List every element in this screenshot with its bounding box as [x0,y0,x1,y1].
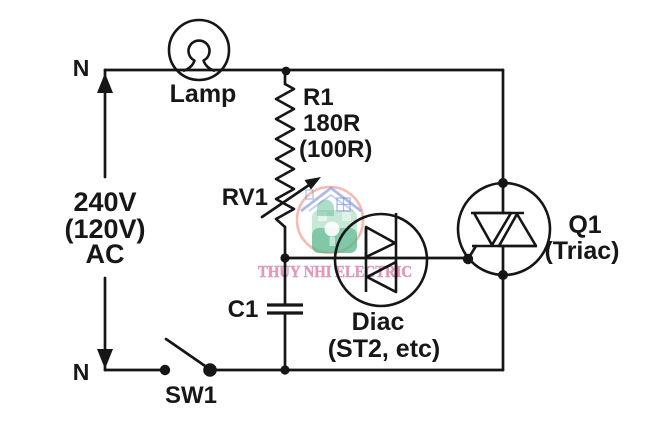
label-c1: C1 [228,296,259,323]
label-r1-name: R1 [303,84,334,111]
resistor-zigzag [274,82,296,228]
watermark-text: THUY NHI ELECTRIC [258,262,412,281]
diac-upper-triangle [364,225,397,259]
junction-r1-top [281,66,291,76]
label-diac: Diac [352,308,405,336]
label-neutral-bottom: N [73,359,90,385]
label-r1-value: 180R [303,110,360,137]
logo-chimney [305,189,314,200]
logo-roof-outline [300,186,362,213]
label-diac-alt: (ST2, etc) [328,335,441,363]
rv1-arrow-head [304,177,321,190]
label-r1-alt-value: (100R) [299,136,372,163]
logo-keyhole-circle [324,221,340,237]
sw1-terminal-right [203,363,217,377]
sw1-lever [164,337,210,370]
supply-arrow-up [97,73,113,93]
logo-window-left [318,212,327,221]
triac-left-triangle [472,211,513,247]
junction-rv1-c1 [280,253,290,263]
diac-lower-triangle [365,260,398,294]
logo-window-right [342,212,351,221]
label-sw1: SW1 [165,382,217,409]
watermark-logo [295,185,365,255]
junction-triac-bottom [498,270,508,280]
junction-c1-bottom [280,365,290,375]
label-lamp: Lamp [170,80,237,108]
triac-right-triangle [497,212,538,248]
logo-door-arch [317,199,334,216]
label-supply-ac: AC [86,239,125,269]
logo-keyhole-stem [329,237,335,246]
rv1-arrow-shaft [260,181,314,219]
junction-triac-top [498,178,508,188]
label-supply-alt-voltage: (120V) [64,214,145,244]
lamp-circle [167,18,231,82]
label-rv1: RV1 [222,184,268,211]
supply-arrow-down [97,349,113,369]
lamp-filament [182,39,216,73]
label-q1: Q1 [568,211,601,239]
diac-circle [333,212,429,308]
junction-gate [462,253,474,265]
sw1-terminal-left [159,364,171,376]
label-supply-voltage: 240V [73,187,136,217]
label-neutral-top: N [73,55,90,81]
label-q1-type: (Triac) [544,237,619,265]
logo-roof-inner [308,193,354,212]
